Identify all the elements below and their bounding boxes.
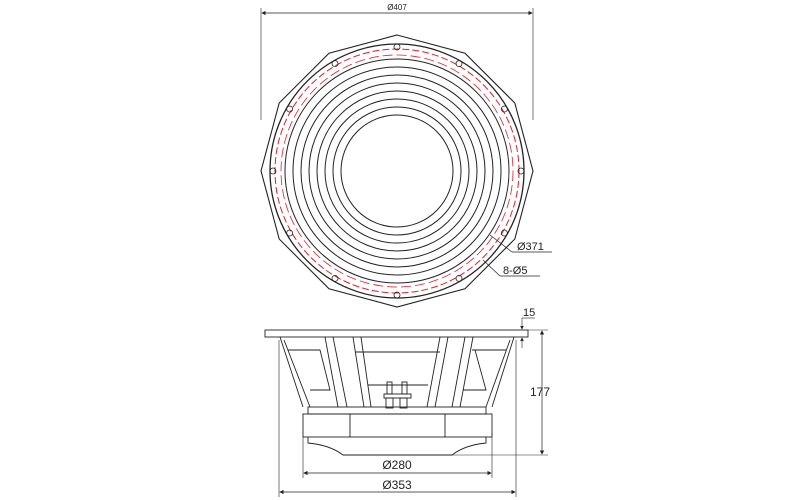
- mounting-hole: [517, 167, 525, 175]
- cone-ring: [340, 114, 454, 228]
- bolt-circle-label: Ø371: [517, 241, 544, 253]
- cone-ring: [332, 106, 462, 236]
- cone-ring: [269, 43, 525, 299]
- mounting-hole: [393, 291, 401, 299]
- mounting-hole: [331, 60, 339, 68]
- top-view: [260, 8, 552, 308]
- cone-ring: [300, 74, 494, 268]
- cone-ring: [324, 98, 470, 244]
- mounting-hole: [455, 274, 463, 282]
- mounting-hole: [500, 105, 508, 113]
- magnet: [302, 413, 493, 438]
- mounting-hole: [286, 105, 294, 113]
- holes-label: 8-Ø5: [503, 265, 527, 277]
- mounting-hole: [455, 60, 463, 68]
- cone-ring: [316, 90, 478, 252]
- cone-rings: [269, 43, 525, 299]
- magnet-diameter-label: Ø280: [382, 458, 412, 472]
- flange-thickness-label: 15: [523, 307, 535, 319]
- flange: [264, 329, 529, 338]
- mounting-hole: [500, 229, 508, 237]
- bolt-circle: [274, 48, 520, 294]
- mounting-hole: [393, 43, 401, 51]
- mounting-hole: [286, 229, 294, 237]
- cone-ring: [284, 58, 510, 284]
- back-plate: [307, 437, 487, 456]
- outer-diameter-label: Ø407: [387, 3, 407, 12]
- cone-ring: [292, 66, 502, 276]
- mounting-holes: [269, 43, 525, 299]
- terminals: [383, 381, 412, 409]
- cone-ring: [308, 82, 486, 260]
- mounting-hole: [331, 274, 339, 282]
- depth-label: 177: [530, 385, 550, 399]
- frame-outline: [260, 34, 534, 308]
- side-view: [264, 317, 548, 497]
- top-plate: [307, 406, 487, 415]
- basket-diameter-label: Ø353: [382, 478, 412, 492]
- mounting-hole: [269, 167, 277, 175]
